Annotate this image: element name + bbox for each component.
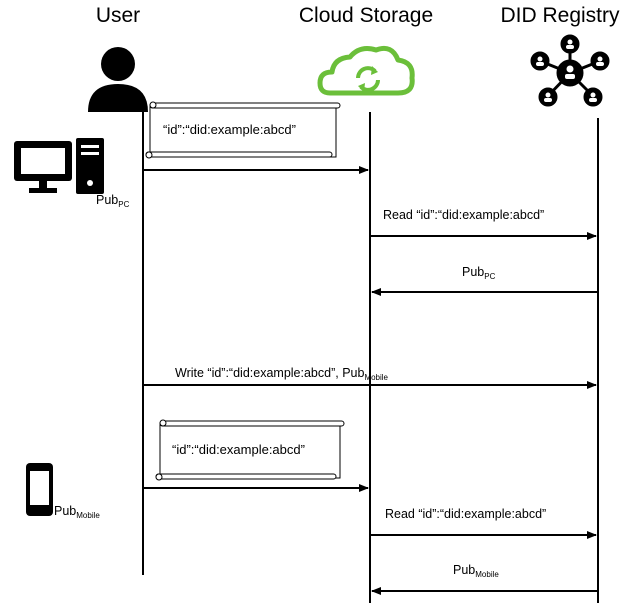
device-key-pc-base: Pub [96, 193, 119, 207]
document-2-text: “id”:“did:example:abcd” [172, 442, 305, 457]
device-key-mobile-base: Pub [54, 504, 77, 518]
actor-title-cloud-storage: Cloud Storage [298, 4, 434, 27]
document-1-text: “id”:“did:example:abcd” [163, 122, 296, 137]
message-label-pubpc: PubPC [462, 265, 495, 281]
message-label-pubpc-base: Pub [462, 265, 485, 279]
mobile-phone-icon [26, 463, 53, 516]
device-key-pc: PubPC [96, 193, 129, 209]
desktop-pc-icon [14, 138, 104, 194]
actor-title-user: User [95, 4, 141, 27]
network-hub-icon [530, 34, 610, 107]
device-key-pc-sub: PC [118, 200, 130, 209]
cloud-sync-icon [317, 45, 415, 96]
message-label-write-text: Write “id”:“did:example:abcd”, Pub [175, 366, 365, 380]
document-scroll-1 [145, 101, 341, 159]
message-label-read-1-text: Read “id”:“did:example:abcd” [383, 208, 545, 222]
message-label-read-1: Read “id”:“did:example:abcd” [383, 208, 544, 222]
device-key-mobile-sub: Mobile [76, 511, 100, 520]
message-label-pubmobile-sub: Mobile [475, 570, 499, 579]
message-label-pubmobile-base: Pub [453, 563, 476, 577]
message-label-read-2: Read “id”:“did:example:abcd” [385, 507, 546, 521]
actor-title-did-registry: DID Registry [500, 4, 620, 27]
message-label-write-sub: Mobile [364, 373, 389, 382]
message-label-pubmobile: PubMobile [453, 563, 499, 579]
person-icon [88, 47, 148, 112]
device-key-mobile: PubMobile [54, 504, 100, 520]
message-label-pubpc-sub: PC [484, 272, 496, 281]
document-scroll-2 [155, 419, 345, 481]
message-label-write: Write “id”:“did:example:abcd”, PubMobile [175, 366, 388, 382]
message-label-read-2-text: Read “id”:“did:example:abcd” [385, 507, 547, 521]
